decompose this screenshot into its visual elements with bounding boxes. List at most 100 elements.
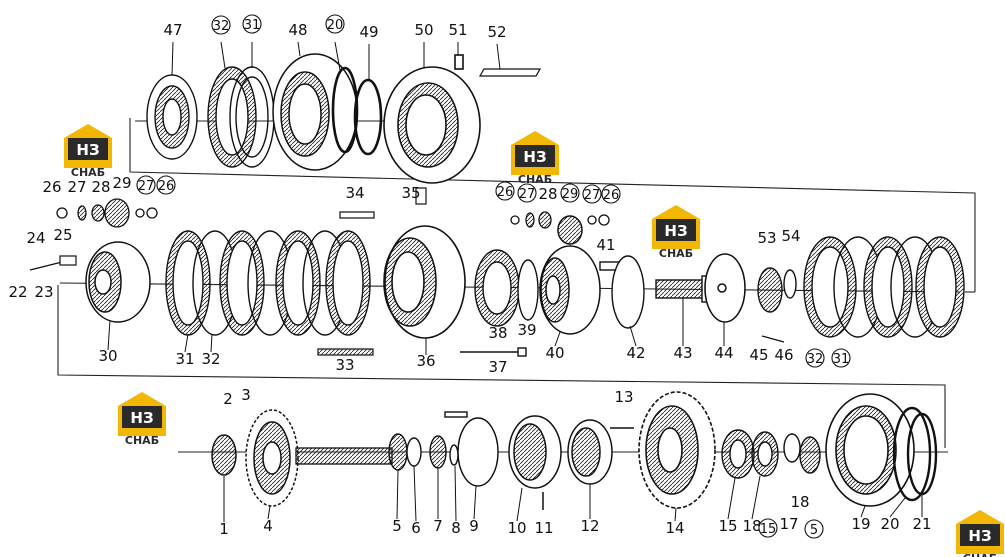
part-label-43: 43: [673, 344, 692, 362]
part-label-47: 47: [163, 21, 182, 39]
part-number: 36: [416, 352, 435, 370]
parts-38-39-ring-gear: [474, 249, 539, 327]
part-number: 41: [596, 236, 615, 254]
part-label-23: 23: [34, 283, 53, 301]
part-number: 32: [213, 19, 230, 34]
part-label-5: 5: [804, 519, 824, 539]
svg-text:СНАБ: СНАБ: [963, 552, 997, 557]
label-circle: [831, 348, 851, 368]
part-50-housing: [383, 54, 481, 184]
part-number: 35: [401, 184, 420, 202]
part-label-26: 26: [156, 175, 176, 195]
part-number: 5: [810, 523, 818, 538]
part-30-carrier: [85, 241, 151, 323]
part-label-15: 15: [758, 518, 778, 538]
label-circle: [805, 348, 825, 368]
parts-5-8-bearings: [388, 433, 459, 471]
part-label-30: 30: [98, 347, 117, 365]
part-number: 18: [742, 517, 761, 535]
brand-logo: НЗ СНАБ: [64, 124, 112, 179]
parts-31-32-clutch-pack: [165, 230, 371, 336]
label-circle: [495, 181, 515, 201]
part-label-4: 4: [263, 517, 273, 535]
part-label-54: 54: [781, 227, 800, 245]
part-number: 38: [488, 324, 507, 342]
label-circle: [156, 175, 176, 195]
part-number: 31: [833, 352, 850, 367]
parts-26-29-pin-set-b: [510, 211, 610, 229]
parts-33-34-35-springs-pins: [317, 187, 427, 356]
label-circle: [804, 519, 824, 539]
part-label-45: 45: [749, 346, 768, 364]
parts-15-18-bearing-set: [721, 429, 821, 479]
part-label-17: 17: [779, 515, 798, 533]
svg-text:НЗ: НЗ: [76, 141, 99, 159]
part-number: 52: [487, 23, 506, 41]
part-number: 42: [626, 344, 645, 362]
part-number: 30: [98, 347, 117, 365]
part-37-bolt: [460, 347, 527, 357]
part-number: 9: [469, 517, 479, 535]
part-label-14: 14: [665, 519, 684, 537]
part-label-21: 21: [912, 515, 931, 533]
part-label-13: 13: [614, 388, 633, 406]
label-circle: [582, 184, 602, 204]
part-number: 20: [327, 18, 344, 33]
part-number: 27: [67, 178, 86, 196]
label-circle: [560, 183, 580, 203]
part-label-24: 24: [26, 229, 45, 247]
part-number: 5: [392, 517, 402, 535]
part-number: 20: [880, 515, 899, 533]
label-circle: [517, 183, 537, 203]
part-number: 31: [175, 350, 194, 368]
part-number: 3: [241, 386, 251, 404]
part-9-cover: [444, 411, 499, 487]
part-number: 14: [665, 519, 684, 537]
part-label-20: 20: [325, 14, 345, 34]
part-number: 32: [201, 350, 220, 368]
parts-31-32-clutch-pack-b: [803, 236, 965, 338]
part-number: 53: [757, 229, 776, 247]
part-number: 23: [34, 283, 53, 301]
part-label-26: 26: [601, 184, 621, 204]
part-number: 33: [335, 356, 354, 374]
part-label-27: 27: [67, 178, 86, 196]
part-label-27: 27: [136, 175, 156, 195]
part-number: 10: [507, 519, 526, 537]
part-label-12: 12: [580, 517, 599, 535]
part-label-39: 39: [517, 321, 536, 339]
part-40-planet-carrier: [539, 215, 601, 335]
part-label-19: 19: [851, 515, 870, 533]
part-number: 22: [8, 283, 27, 301]
parts-53-54-bearing: [757, 267, 797, 313]
label-circle: [601, 184, 621, 204]
part-label-37: 37: [488, 358, 507, 376]
part-number: 29: [112, 174, 131, 192]
parts-19-21-housing-seals: [825, 393, 938, 507]
part-44-flange: [704, 253, 746, 323]
part-number: 39: [517, 321, 536, 339]
part-label-11: 11: [534, 519, 553, 537]
part-number: 4: [263, 517, 273, 535]
part-label-31: 31: [175, 350, 194, 368]
part-label-35: 35: [401, 184, 420, 202]
part-number: 13: [614, 388, 633, 406]
part-number: 11: [534, 519, 553, 537]
part-number: 37: [488, 358, 507, 376]
parts-20-49-rings: [331, 66, 383, 156]
svg-text:СНАБ: СНАБ: [71, 166, 105, 179]
part-label-44: 44: [714, 344, 733, 362]
part-number: 50: [414, 21, 433, 39]
part-label-40: 40: [545, 344, 564, 362]
parts-26-29-pin-set: [56, 198, 158, 228]
part-label-6: 6: [411, 519, 421, 537]
part-number: 49: [359, 23, 378, 41]
part-label-32: 32: [211, 15, 231, 35]
part-number: 32: [807, 352, 824, 367]
parts-22-25-bolts: [29, 255, 77, 271]
part-36-drum: [383, 225, 466, 339]
